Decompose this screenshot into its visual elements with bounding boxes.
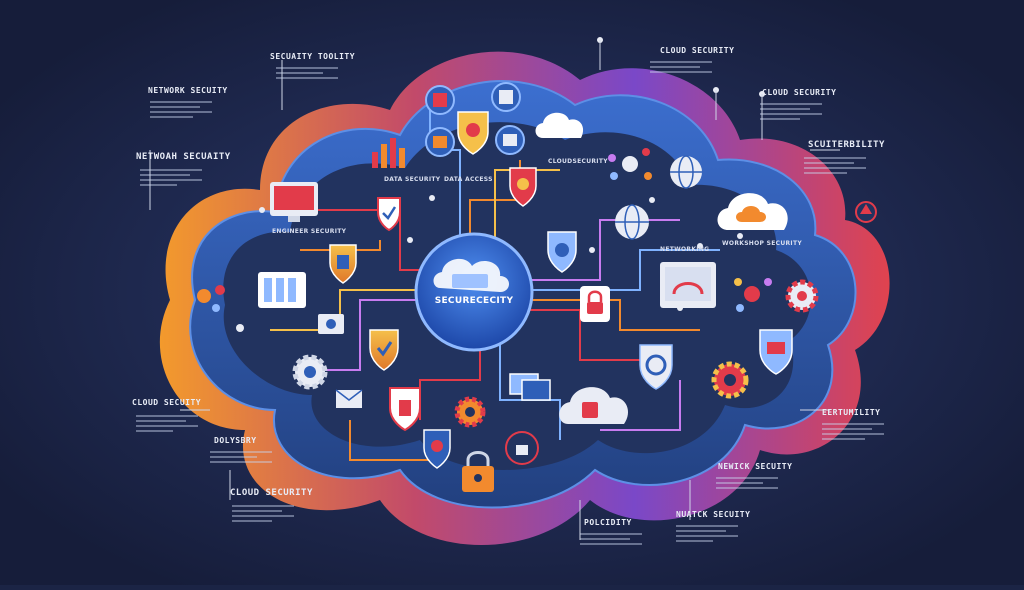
shield-icon[interactable] [329, 244, 357, 284]
label-fine-text [210, 448, 272, 466]
label-fine-text [136, 412, 198, 435]
lock-icon[interactable] [505, 431, 539, 465]
inner-label-top-center: DATA ACCESS [444, 176, 493, 183]
shield-icon[interactable] [509, 167, 537, 207]
label-newick-security: NEWICK SECUITY [718, 462, 793, 471]
inner-label-right-mid: NETWORKING [660, 246, 710, 253]
central-hub-title: SECURECECITY [434, 296, 514, 306]
label-fine-text [760, 100, 822, 123]
label-fine-text [716, 474, 778, 492]
icon-badge[interactable] [491, 82, 521, 112]
label-cloud-security-right: CLOUD SECURITY [762, 88, 837, 97]
icon-badge[interactable] [425, 127, 455, 157]
shield-icon[interactable] [457, 111, 489, 155]
shield-icon[interactable] [639, 344, 673, 390]
label-fine-text [150, 98, 212, 121]
shield-icon[interactable] [547, 231, 577, 273]
gear-icon[interactable] [197, 285, 225, 312]
icon-badge[interactable] [425, 85, 455, 115]
shield-icon[interactable] [369, 329, 399, 371]
lock-icon[interactable] [462, 451, 494, 493]
label-nuatck-security: NUATCK SECUITY [676, 510, 751, 519]
inner-label-tl-panel: ENGINEER SECURITY [272, 228, 347, 235]
monitor-icon[interactable] [270, 182, 318, 222]
label-cloud-security-top: CLOUD SECURITY [660, 46, 735, 55]
network-node-icon[interactable] [608, 148, 652, 180]
leader-lines [149, 40, 840, 540]
gear-icon[interactable] [785, 279, 819, 313]
label-network-security-1: NETWORK SECUITY [148, 86, 228, 95]
server-icon [452, 274, 488, 288]
gear-icon[interactable] [292, 354, 328, 390]
chart-icon[interactable] [372, 138, 405, 168]
label-fine-text [804, 154, 866, 177]
shield-icon[interactable] [377, 197, 401, 232]
label-network-security-2: NETWOAH SECUAITY [136, 152, 231, 162]
label-fine-text [822, 420, 884, 443]
cloud-icon[interactable] [535, 112, 584, 138]
label-fine-text [650, 58, 712, 76]
label-fine-text [140, 166, 202, 189]
cloud-icon[interactable] [559, 387, 629, 424]
warning-icon[interactable] [855, 201, 877, 223]
camera-icon[interactable] [318, 314, 344, 334]
cloud-icon[interactable] [717, 193, 788, 230]
inner-label-right-cloud: WORKSHOP SECURITY [722, 240, 803, 247]
central-hub[interactable] [414, 232, 534, 352]
globe-icon[interactable] [615, 204, 649, 240]
shield-icon[interactable] [423, 429, 451, 469]
label-eertumility: EERTUMILITY [822, 408, 881, 417]
network-node-icon[interactable] [734, 278, 772, 312]
label-cloud-security-bottom: CLOUD SECURITY [230, 488, 313, 498]
image-icon[interactable] [509, 373, 551, 401]
gear-icon[interactable] [711, 361, 749, 399]
label-polcidity: POLCIDITY [584, 518, 632, 527]
label-fine-text [276, 64, 338, 82]
label-scuriterbility: SCUITERBILITY [808, 140, 885, 150]
mail-icon[interactable] [335, 389, 363, 408]
label-fine-text [676, 522, 738, 545]
label-fine-text [232, 502, 294, 525]
gear-icon[interactable] [454, 396, 486, 428]
label-security-toolity: SECUAITY TOOLITY [270, 52, 356, 61]
connector-dots [236, 37, 765, 332]
label-dolysbry: DOLYSBRY [214, 436, 257, 445]
label-cloud-security-left: CLOUD SECUITY [132, 398, 202, 407]
lock-icon[interactable] [580, 286, 610, 322]
shield-icon[interactable] [759, 329, 793, 375]
label-fine-text [580, 530, 642, 548]
globe-icon[interactable] [670, 155, 702, 189]
icon-badge[interactable] [495, 125, 525, 155]
monitor-icon[interactable] [660, 262, 716, 308]
server-icon[interactable] [258, 272, 306, 308]
inner-label-mid-left: DATA SECURITY [384, 176, 441, 183]
inner-label-top-mid: CLOUDSECURITY [548, 158, 608, 165]
shield-icon[interactable] [389, 387, 421, 432]
